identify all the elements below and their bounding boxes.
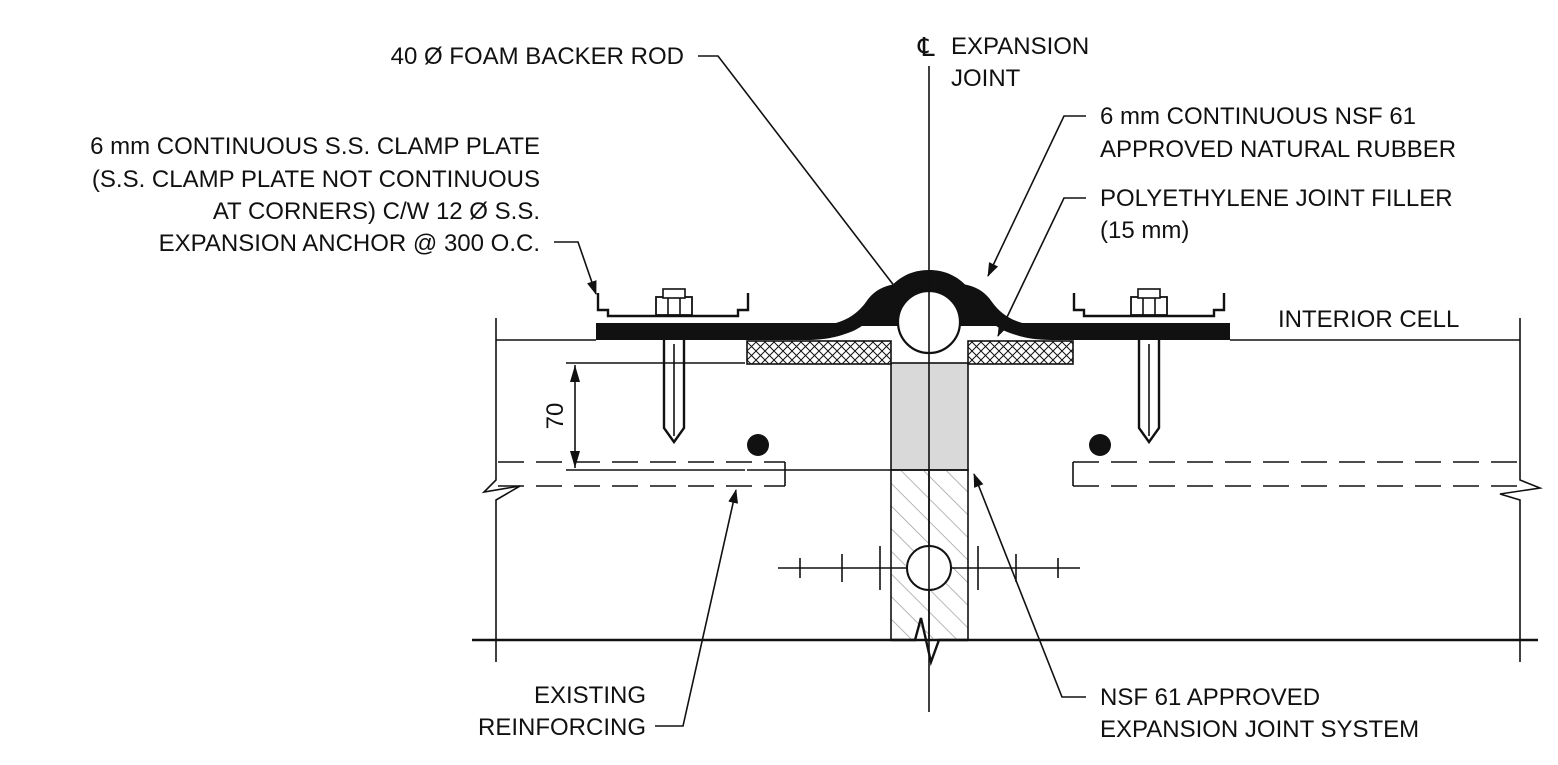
- rebar-dot-left: [747, 434, 769, 456]
- label-rubber-1: 6 mm CONTINUOUS NSF 61: [1100, 103, 1416, 130]
- label-clamp-1: 6 mm CONTINUOUS S.S. CLAMP PLATE: [90, 133, 540, 160]
- label-filler-2: (15 mm): [1100, 217, 1189, 244]
- label-clamp-4: EXPANSION ANCHOR @ 300 O.C.: [159, 230, 540, 257]
- label-reinforcing-2: REINFORCING: [478, 714, 646, 741]
- label-interior-cell: INTERIOR CELL: [1278, 306, 1459, 333]
- label-clamp-3: AT CORNERS) C/W 12 Ø S.S.: [213, 198, 540, 225]
- dimension-70: [566, 362, 745, 471]
- expansion-anchor-left: [655, 288, 693, 445]
- rebar-dot-right: [1089, 434, 1111, 456]
- leader-clamp-plate: [554, 241, 597, 295]
- leader-rubber: [987, 115, 1086, 277]
- leader-backer-rod: [698, 55, 906, 301]
- concrete-slab-outline: [472, 318, 1544, 662]
- label-joint-system-2: EXPANSION JOINT SYSTEM: [1100, 716, 1419, 743]
- centerline-symbol: ℄: [917, 32, 935, 62]
- label-reinforcing-1: EXISTING: [534, 682, 646, 709]
- label-joint-system-1: NSF 61 APPROVED: [1100, 684, 1320, 711]
- label-clamp-2: (S.S. CLAMP PLATE NOT CONTINUOUS: [92, 166, 540, 193]
- expansion-anchor-right: [1130, 288, 1168, 445]
- dimension-label: 70: [542, 403, 569, 430]
- leader-joint-system: [973, 473, 1086, 698]
- leader-filler: [997, 197, 1086, 337]
- clamp-plate-left: [596, 293, 750, 318]
- label-filler-1: POLYETHYLENE JOINT FILLER: [1100, 185, 1453, 212]
- label-backer-rod: 40 Ø FOAM BACKER ROD: [391, 43, 684, 70]
- leader-reinforcing: [655, 489, 739, 727]
- label-expansion-joint-2: JOINT: [951, 65, 1021, 92]
- label-rubber-2: APPROVED NATURAL RUBBER: [1100, 136, 1456, 163]
- joint-filler-left: [746, 340, 892, 365]
- existing-reinforcing-bars: [498, 434, 1520, 487]
- clamp-plate-right: [1072, 293, 1226, 318]
- label-expansion-joint-1: EXPANSION: [951, 33, 1089, 60]
- joint-filler-right: [967, 340, 1074, 365]
